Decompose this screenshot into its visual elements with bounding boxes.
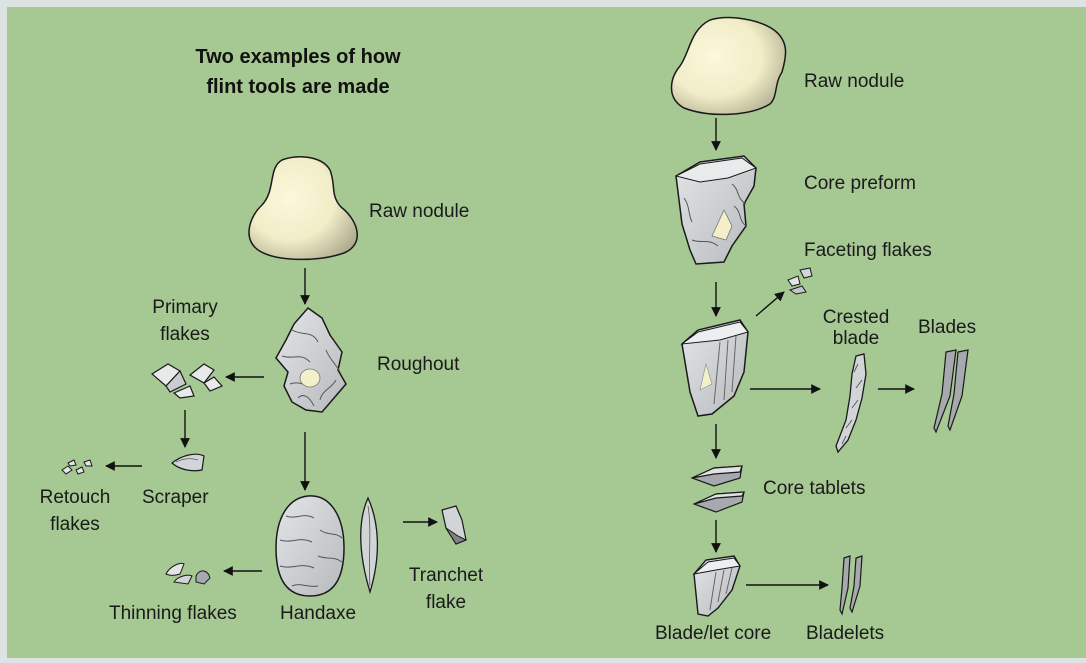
handaxe-shape bbox=[276, 496, 344, 596]
label-blades: Blades bbox=[918, 314, 976, 341]
label-left-raw-nodule: Raw nodule bbox=[369, 198, 469, 225]
label-blade-core: Blade/let core bbox=[655, 620, 771, 647]
label-core-preform: Core preform bbox=[804, 170, 916, 197]
label-primary-flakes: Primary flakes bbox=[135, 294, 235, 348]
label-right-raw-nodule: Raw nodule bbox=[804, 68, 904, 95]
label-primary-flakes-line-1: Primary bbox=[135, 294, 235, 321]
label-retouch-flakes-line-2: flakes bbox=[25, 511, 125, 538]
label-primary-flakes-line-2: flakes bbox=[135, 321, 235, 348]
label-retouch-flakes-line-1: Retouch bbox=[25, 484, 125, 511]
label-tranchet-flake: Tranchet flake bbox=[396, 562, 496, 616]
diagram-title: Two examples of how flint tools are made bbox=[150, 42, 446, 102]
label-core-tablets: Core tablets bbox=[763, 475, 865, 502]
label-thinning-flakes: Thinning flakes bbox=[109, 600, 237, 627]
label-faceting-flakes: Faceting flakes bbox=[804, 237, 932, 264]
label-crested-blade-line-1: Crested bbox=[808, 307, 904, 328]
label-crested-blade: Crested blade bbox=[808, 307, 904, 349]
label-tranchet-flake-line-1: Tranchet bbox=[396, 562, 496, 589]
label-retouch-flakes: Retouch flakes bbox=[25, 484, 125, 538]
label-handaxe: Handaxe bbox=[280, 600, 356, 627]
label-crested-blade-line-2: blade bbox=[808, 328, 904, 349]
label-tranchet-flake-line-2: flake bbox=[396, 589, 496, 616]
label-scraper: Scraper bbox=[142, 484, 209, 511]
label-bladelets: Bladelets bbox=[806, 620, 884, 647]
label-roughout: Roughout bbox=[377, 351, 459, 378]
title-line-1: Two examples of how bbox=[150, 42, 446, 72]
title-line-2: flint tools are made bbox=[150, 72, 446, 102]
